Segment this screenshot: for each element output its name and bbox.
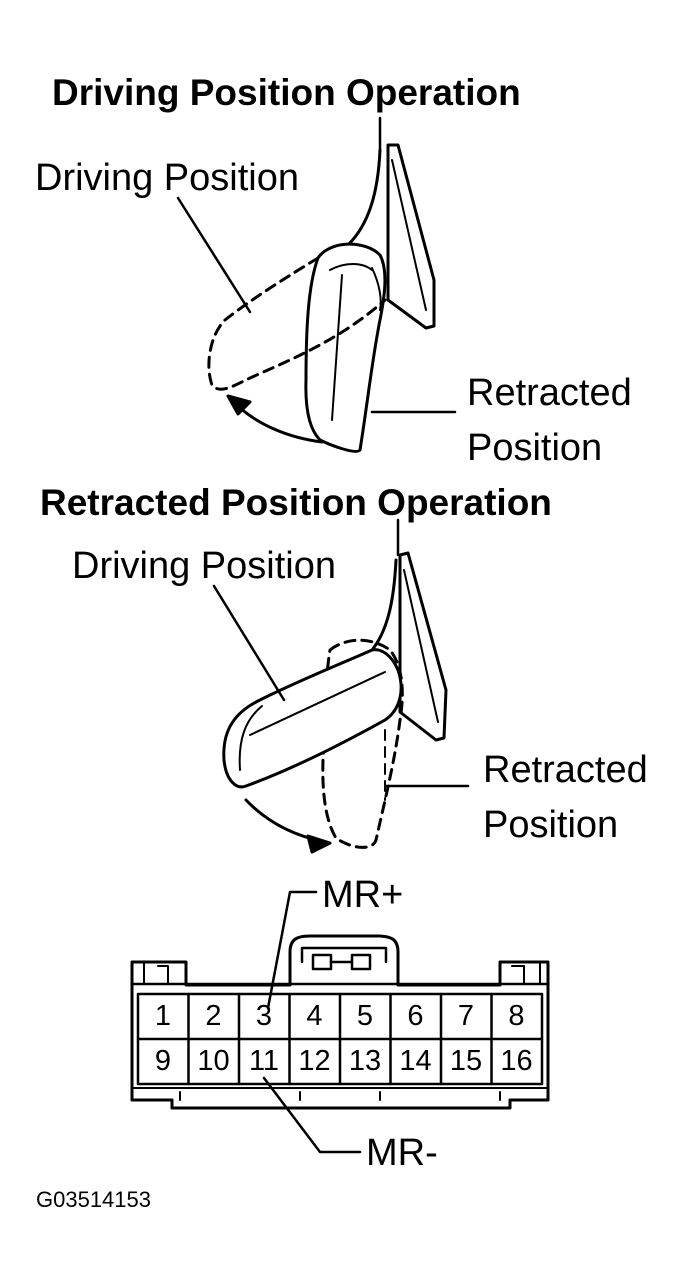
pin-13: 13 <box>348 1045 382 1077</box>
pin-6: 6 <box>407 1000 424 1032</box>
rotation-arrow-2 <box>244 798 327 844</box>
label-mr-minus: MR- <box>366 1132 438 1174</box>
pin-3: 3 <box>255 1000 273 1032</box>
pin-5: 5 <box>356 1000 374 1032</box>
pin-11: 11 <box>248 1045 280 1077</box>
mirror-retracted-op <box>212 518 470 854</box>
label-retracted-1-line2: Position <box>467 427 603 469</box>
mirror-housing-retracted-1 <box>304 242 387 453</box>
heading-driving-position-operation: Driving Position Operation <box>52 72 521 113</box>
figure-code: G03514153 <box>36 1187 151 1212</box>
mirror-base-1 <box>346 148 382 247</box>
label-driving-position-1: Driving Position <box>35 157 299 199</box>
pin-10: 10 <box>197 1045 230 1077</box>
pin-1: 1 <box>154 1000 172 1032</box>
leader-mr-plus <box>266 890 318 1010</box>
mirror-housing-retracted-2 <box>321 638 404 849</box>
pin-8: 8 <box>508 1000 525 1032</box>
pin-7: 7 <box>457 1000 475 1032</box>
mirror-housing-driving-1 <box>207 256 387 391</box>
pin-9: 9 <box>154 1045 172 1077</box>
label-driving-position-2: Driving Position <box>72 545 336 587</box>
pin-14: 14 <box>399 1045 432 1077</box>
label-retracted-2-line1: Retracted <box>483 749 648 791</box>
pin-grid <box>136 992 544 1086</box>
pin-12: 12 <box>298 1045 331 1077</box>
mirror-driving-op <box>176 116 457 453</box>
connector <box>130 890 550 1154</box>
heading-retracted-position-operation: Retracted Position Operation <box>40 482 552 523</box>
leader-mr-minus <box>262 1076 362 1154</box>
pin-16: 16 <box>500 1045 533 1077</box>
label-retracted-1-line1: Retracted <box>467 372 632 414</box>
pin-2: 2 <box>205 1000 222 1032</box>
label-retracted-2-line2: Position <box>483 804 619 846</box>
leader-driving-1 <box>176 196 252 314</box>
mirror-housing-driving-2 <box>222 648 403 789</box>
pin-4: 4 <box>306 1000 323 1032</box>
label-mr-plus: MR+ <box>322 874 404 916</box>
pin-15: 15 <box>449 1045 483 1077</box>
leader-driving-2 <box>212 584 286 702</box>
